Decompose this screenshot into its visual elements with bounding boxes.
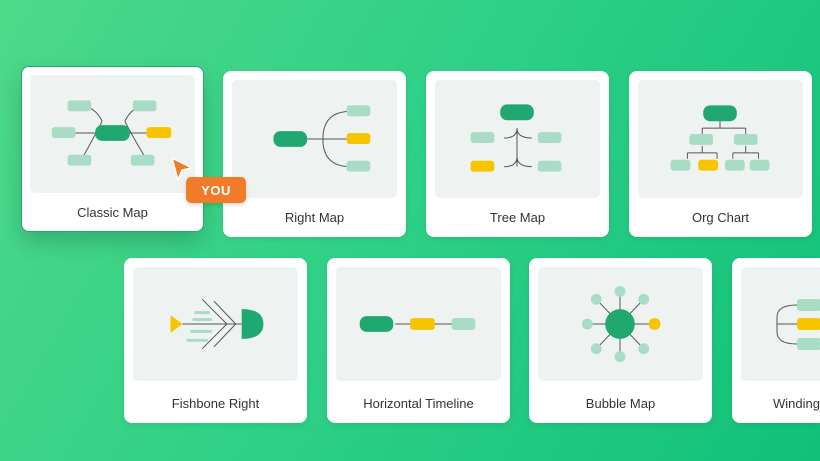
- template-card-classic-map[interactable]: Classic Map: [21, 66, 204, 232]
- tree-map-thumbnail: [435, 80, 600, 198]
- template-card-tree-map[interactable]: Tree Map: [426, 71, 609, 237]
- template-card-org-chart[interactable]: Org Chart: [629, 71, 812, 237]
- winding-thumbnail: [741, 267, 820, 381]
- template-card-winding[interactable]: Winding: [732, 258, 820, 423]
- template-label: Horizontal Timeline: [363, 395, 474, 411]
- template-card-fishbone-right[interactable]: Fishbone Right: [124, 258, 307, 423]
- template-label: Fishbone Right: [171, 395, 260, 411]
- template-label: Tree Map: [489, 209, 546, 225]
- template-card-right-map[interactable]: Right Map: [223, 71, 406, 237]
- classic-map-thumbnail: [30, 75, 195, 193]
- bubble-map-thumbnail: [538, 267, 703, 381]
- you-badge: YOU: [186, 177, 246, 203]
- template-label: Winding: [773, 395, 820, 411]
- org-chart-thumbnail: [638, 80, 803, 198]
- template-label: Bubble Map: [585, 395, 656, 411]
- fishbone-right-thumbnail: [133, 267, 298, 381]
- template-card-bubble-map[interactable]: Bubble Map: [529, 258, 712, 423]
- pointer-cursor-icon: [171, 157, 193, 181]
- template-card-horizontal-timeline[interactable]: Horizontal Timeline: [327, 258, 510, 423]
- template-label: Org Chart: [691, 209, 750, 225]
- right-map-thumbnail: [232, 80, 397, 198]
- template-label: Right Map: [284, 209, 345, 225]
- template-label: Classic Map: [77, 204, 148, 220]
- horizontal-timeline-thumbnail: [336, 267, 501, 381]
